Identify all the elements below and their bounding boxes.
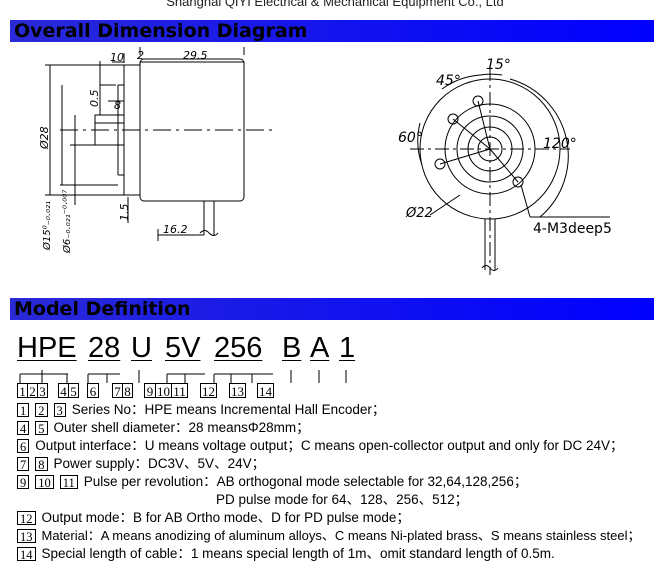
def-num: 7: [17, 457, 30, 472]
code-num-10: 10: [155, 383, 172, 399]
code-mode: B: [282, 332, 302, 364]
def-text: Power supply：DC3V、5V、24V；: [53, 456, 266, 471]
def-num: 11: [59, 475, 78, 490]
company-header: Shanghai QIYI Electrical & Mechanical Eq…: [166, 0, 504, 9]
dim-0-5: 0.5: [88, 90, 101, 108]
def-num: 1: [17, 403, 30, 418]
def-num: 10: [35, 475, 54, 490]
code-pulses: 256: [214, 332, 263, 364]
angle-45: 45°: [436, 73, 461, 89]
definition-output: 6 Output interface：U means voltage outpu…: [17, 437, 667, 455]
code-leader-lines: [19, 370, 347, 383]
def-text: Outer shell diameter：28 meansΦ28mm；: [53, 420, 310, 435]
code-series: HPE: [17, 332, 77, 364]
code-cable: 1: [339, 332, 356, 364]
definition-material: 13 Material：A means anodizing of aluminu…: [17, 527, 667, 545]
definition-cable: 14 Special length of cable：1 means speci…: [17, 545, 667, 563]
definition-pulses-pd: PD pulse mode for 64、128、256、512；: [17, 491, 667, 509]
def-text: PD pulse mode for 64、128、256、512；: [216, 492, 469, 507]
code-output: U: [131, 332, 152, 364]
def-num: 12: [17, 511, 36, 526]
def-num: 9: [17, 475, 30, 490]
definition-power: 7 8 Power supply：DC3V、5V、24V；: [17, 455, 667, 473]
def-text: Output mode：B for AB Ortho mode、D for PD…: [41, 510, 410, 525]
code-num-5: 5: [68, 383, 79, 399]
def-num: 3: [53, 403, 66, 418]
definition-output-mode: 12 Output mode：B for AB Ortho mode、D for…: [17, 509, 667, 527]
def-text: Series No：HPE means Incremental Hall Enc…: [71, 402, 386, 417]
def-text: Pulse per revolution：AB orthogonal mode …: [83, 474, 528, 489]
dim-16-2: 16.2: [163, 223, 188, 236]
code-num-3: 3: [37, 383, 48, 399]
angle-60: 60°: [398, 130, 423, 146]
code-num-14: 14: [257, 383, 274, 399]
dim-dia-15: Ø15⁰₋₀.₀₂₁: [41, 201, 53, 251]
code-num-8: 8: [122, 383, 133, 399]
def-num: 14: [17, 547, 36, 562]
def-text: Material：A means anodizing of aluminum a…: [41, 528, 641, 543]
code-num-6: 6: [87, 383, 99, 399]
definition-pulses: 9 10 11 Pulse per revolution：AB orthogon…: [17, 473, 667, 491]
code-diameter: 28: [88, 332, 121, 364]
code-num-11: 11: [171, 383, 188, 399]
front-view-drawing: 45° 15° 120° 60° Ø22 4-M3deep5: [398, 57, 612, 275]
dim-8: 8: [114, 99, 121, 112]
dim-dia-6: Ø6₋₀.₀₂₁⁻⁰·⁰⁰⁷: [61, 190, 73, 254]
def-num: 4: [17, 421, 30, 436]
def-text: Output interface：U means voltage output；…: [35, 438, 624, 453]
code-power: 5V: [165, 332, 201, 364]
def-num: 13: [17, 529, 36, 544]
model-definitions: 1 2 3 Series No：HPE means Incremental Ha…: [17, 401, 667, 563]
dim-dia-28: Ø28: [38, 126, 51, 150]
def-text: Special length of cable：1 means special …: [41, 546, 555, 561]
dim-2: 2: [137, 49, 144, 62]
definition-diameter: 4 5 Outer shell diameter：28 meansΦ28mm；: [17, 419, 667, 437]
dim-10: 10: [110, 51, 124, 64]
angle-15: 15°: [486, 57, 511, 73]
def-num: 8: [35, 457, 48, 472]
section-title-model: Model Definition: [10, 298, 654, 320]
dim-1-5: 1.5: [118, 204, 131, 222]
dim-dia-22: Ø22: [405, 206, 433, 221]
code-num-12: 12: [200, 383, 217, 399]
code-num-13: 13: [229, 383, 246, 399]
section-title-dimension: Overall Dimension Diagram: [10, 20, 654, 42]
definition-series: 1 2 3 Series No：HPE means Incremental Ha…: [17, 401, 667, 419]
def-num: 6: [17, 439, 30, 454]
dim-holes: 4-M3deep5: [533, 221, 612, 237]
dim-29-5: 29.5: [183, 49, 208, 62]
def-num: 2: [35, 403, 48, 418]
def-num: 5: [35, 421, 48, 436]
code-material: A: [310, 332, 330, 364]
angle-120: 120°: [543, 136, 577, 152]
side-view-drawing: 10 2 29.5 0.5 8 Ø28 Ø15⁰₋₀.₀₂₁ Ø6₋₀.₀₂₁⁻…: [38, 47, 275, 254]
